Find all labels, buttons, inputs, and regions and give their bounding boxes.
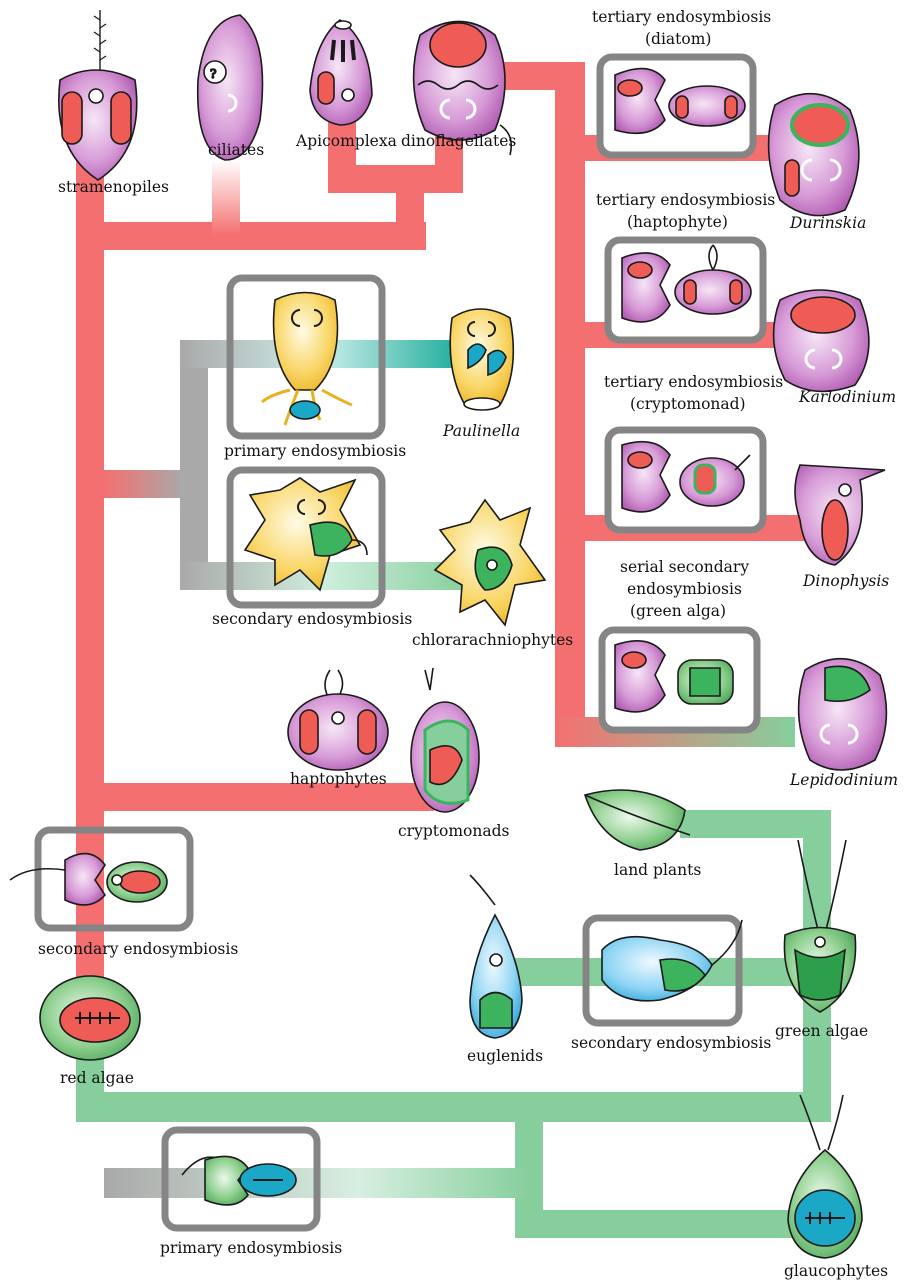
durinskia-cell	[767, 92, 860, 217]
label-serial-1: serial secondary	[620, 558, 749, 576]
red-algae-cell	[39, 975, 141, 1061]
apicomplexa-cell	[309, 19, 373, 126]
dino-stem	[396, 180, 424, 240]
label-lepidodinium: Lepidodinium	[789, 771, 898, 789]
haptophyte-cell	[287, 669, 389, 771]
label-euglenids: euglenids	[467, 1047, 543, 1065]
label-secondary-endo-euglenid: secondary endosymbiosis	[571, 1034, 771, 1052]
label-paulinella: Paulinella	[442, 422, 520, 440]
chlorarachniophyte-cell	[433, 498, 547, 627]
lepidodinium-cell	[797, 657, 888, 771]
green-bottom-connector	[76, 1092, 831, 1122]
glaucophyte-h	[515, 1210, 795, 1238]
label-tertiary-hapto-2: (haptophyte)	[627, 213, 728, 231]
cryptomonad-cell	[410, 667, 480, 813]
box-secondary-red	[34, 826, 194, 932]
label-tertiary-crypto-1: tertiary endosymbiosis	[604, 373, 783, 391]
tertiary-diatom-cells	[614, 67, 746, 135]
gray-vertical	[180, 340, 208, 590]
gray-junction	[104, 470, 184, 498]
labels: stramenopiles ciliates Apicomplexa dinof…	[38, 8, 898, 1280]
dinoflagellate-cell	[412, 20, 513, 156]
label-red-algae: red algae	[60, 1069, 134, 1087]
label-chlorarachniophytes: chlorarachniophytes	[412, 631, 573, 649]
label-cryptomonads: cryptomonads	[398, 822, 510, 840]
chlorarachnio-ancestor-cell	[243, 477, 368, 592]
label-stramenopiles: stramenopiles	[58, 178, 169, 196]
red-top-connector	[76, 222, 426, 250]
apicomplexa-stem	[328, 120, 356, 180]
label-green-algae: green algae	[775, 1022, 868, 1040]
label-durinskia: Durinskia	[789, 214, 866, 232]
stramenopile-cell	[58, 10, 138, 181]
label-tertiary-diatom-2: (diatom)	[645, 30, 711, 48]
green-algae-cell	[783, 839, 857, 1013]
land-plants-h	[680, 810, 830, 838]
label-secondary-endo-red: secondary endosymbiosis	[38, 940, 238, 958]
dinophysis-cell	[794, 464, 886, 566]
paulinella-ancestor-cell	[261, 291, 353, 426]
secondary-euglenid-cells	[601, 919, 743, 1002]
box-secondary-chlorarachnio	[226, 466, 386, 609]
box-primary-main	[161, 1126, 321, 1232]
label-glaucophytes: glaucophytes	[784, 1262, 888, 1280]
primary-main-cells	[181, 1155, 297, 1206]
label-haptophytes: haptophytes	[290, 770, 387, 788]
label-primary-endo-paulinella: primary endosymbiosis	[224, 442, 406, 460]
svg-text:?: ?	[210, 67, 216, 81]
label-serial-3: (green alga)	[630, 602, 726, 620]
label-apicomplexa: Apicomplexa	[295, 132, 397, 150]
glaucophyte-cell	[787, 1094, 863, 1259]
label-tertiary-diatom-1: tertiary endosymbiosis	[592, 8, 771, 26]
euglenid-cell	[469, 874, 523, 1039]
secondary-red-cells	[9, 852, 168, 906]
label-secondary-endo-chlorarachnio: secondary endosymbiosis	[212, 610, 412, 628]
karlodinium-cell	[772, 289, 870, 393]
glaucophyte-v	[515, 1110, 543, 1220]
label-dinophysis: Dinophysis	[802, 572, 889, 590]
organisms: ?	[9, 10, 888, 1259]
label-serial-2: endosymbiosis	[627, 580, 742, 598]
tertiary-column	[555, 62, 585, 747]
box-primary-paulinella	[226, 274, 386, 440]
ciliate-stem	[212, 160, 240, 235]
branch-lines	[76, 62, 831, 1238]
hapto-crypto-connector	[104, 783, 434, 811]
tertiary-crypto-cells	[621, 440, 751, 513]
label-primary-endo-main: primary endosymbiosis	[160, 1239, 342, 1257]
serial-green-cells	[614, 639, 734, 713]
paulinella-cell	[449, 308, 515, 411]
label-dinoflagellates: dinoflagellates	[401, 132, 516, 150]
label-land-plants: land plants	[614, 861, 701, 879]
label-karlodinium: Karlodinium	[798, 388, 896, 406]
red-trunk	[76, 150, 104, 1050]
land-plant-leaf	[583, 789, 691, 851]
label-tertiary-hapto-1: tertiary endosymbiosis	[596, 191, 775, 209]
label-ciliates: ciliates	[208, 141, 264, 159]
box-secondary-euglenid	[582, 914, 743, 1027]
label-tertiary-crypto-2: (cryptomonad)	[630, 395, 746, 413]
ciliate-cell: ?	[196, 14, 264, 161]
tertiary-hapto-cells	[621, 244, 752, 323]
